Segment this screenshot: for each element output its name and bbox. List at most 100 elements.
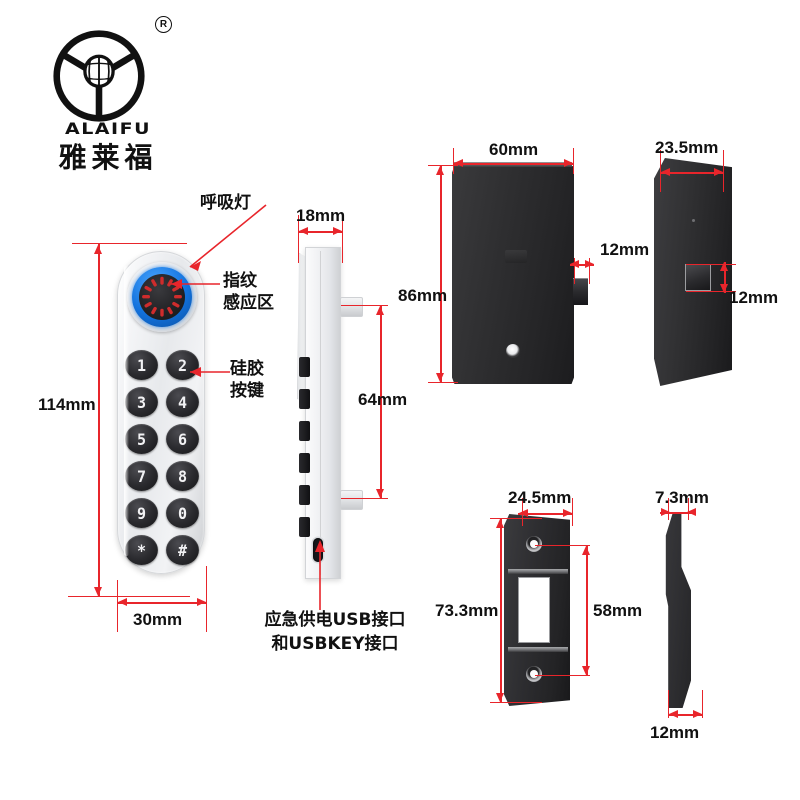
dim-arrow-114-down <box>94 587 102 596</box>
dim-arrow-733-down <box>496 693 504 702</box>
side-key-profile-4 <box>299 453 310 473</box>
dim-line-bolt12 <box>570 264 594 266</box>
dim-ext-line-30-left <box>117 580 118 632</box>
brand-logo: R ALAIFU 雅莱福 <box>38 12 178 174</box>
dim-ext-line-bolt12-left <box>574 258 575 284</box>
dim-arrow-side12-left <box>669 710 678 718</box>
side-key-profile-1 <box>299 357 310 377</box>
lock-body-side <box>648 158 736 386</box>
caption-usb-ports: 应急供电USB接口 和USBKEY接口 <box>240 608 430 656</box>
fingerprint-segments-icon <box>142 276 182 317</box>
dim-line-60 <box>453 163 573 165</box>
dim-line-73 <box>660 512 696 514</box>
dim-label-strike-side-top-73: 7.3mm <box>655 488 709 507</box>
front-keypad-body: 1 2 3 4 5 6 7 8 9 0 * # <box>117 251 205 574</box>
strike-plate-screw-hole-top <box>526 536 542 552</box>
dim-line-64 <box>380 305 382 498</box>
side-mounting-peg-top <box>340 297 363 317</box>
key-5[interactable]: 5 <box>125 424 158 454</box>
dim-ext-line-245-right <box>572 498 573 526</box>
dim-label-bolt-width-12: 12mm <box>600 240 650 259</box>
caption-usb-line2: 和USBKEY接口 <box>271 634 399 654</box>
key-star[interactable]: * <box>125 535 158 565</box>
strike-plate-band-top <box>508 569 568 574</box>
callout-label-silicone-line2: 按键 <box>230 381 264 401</box>
strike-plate-front <box>504 514 570 706</box>
lock-body-side-pinhole <box>692 219 695 222</box>
dim-arrow-73-right <box>687 508 696 516</box>
dim-line-58 <box>586 545 588 675</box>
dim-label-width-30: 30mm <box>133 610 183 629</box>
lock-body-side-bolt <box>685 264 711 291</box>
lock-body-emboss <box>505 250 527 263</box>
dim-line-235 <box>660 172 723 174</box>
dim-ext-line-sidebolt12-top <box>686 264 736 265</box>
dim-line-114 <box>98 243 100 596</box>
keypad-grid: 1 2 3 4 5 6 7 8 9 0 * # <box>124 350 200 565</box>
key-6[interactable]: 6 <box>166 424 199 454</box>
lock-body-screw-hole <box>506 344 520 358</box>
side-key-profile-6 <box>299 517 310 537</box>
dim-line-30 <box>117 602 206 604</box>
key-2[interactable]: 2 <box>166 350 199 380</box>
dim-ext-line-18-right <box>342 215 343 263</box>
key-1[interactable]: 1 <box>125 350 158 380</box>
callout-line-usb-port <box>315 540 325 610</box>
dim-ext-line-sidebolt12-bottom <box>686 291 736 292</box>
callout-label-silicone-line1: 硅胶 <box>230 359 264 379</box>
dim-arrow-30-left <box>118 598 127 606</box>
dim-arrow-235-left <box>661 168 670 176</box>
dim-label-lock-width-60: 60mm <box>489 140 539 159</box>
registered-trademark-icon: R <box>155 16 172 33</box>
fingerprint-ring-bezel <box>127 262 197 332</box>
dim-arrow-64-up <box>376 306 384 315</box>
dim-arrow-733-up <box>496 519 504 528</box>
dim-arrow-64-down <box>376 489 384 498</box>
dim-label-peg-spacing-64: 64mm <box>358 390 408 409</box>
side-key-profile-2 <box>299 389 310 409</box>
strike-plate-band-bottom <box>508 647 568 652</box>
callout-label-breathing-light: 呼吸灯 <box>200 193 251 213</box>
dim-ext-line-64-bottom <box>341 498 388 499</box>
strike-plate-cutout <box>518 577 550 643</box>
callout-label-fingerprint-line2: 感应区 <box>223 293 274 313</box>
dim-arrow-sidebolt12-up <box>720 262 728 271</box>
dim-ext-line-86-top <box>428 165 458 166</box>
callout-line-silicone-keys <box>190 367 230 377</box>
dim-arrow-18-right <box>333 227 342 235</box>
dim-ext-line-bolt12-right <box>589 258 590 284</box>
dim-label-side-width-18: 18mm <box>296 206 346 225</box>
key-3[interactable]: 3 <box>125 387 158 417</box>
steering-wheel-logo-icon <box>53 30 145 122</box>
dim-label-strike-side-bottom-12: 12mm <box>650 723 700 742</box>
callout-line-fingerprint <box>171 279 220 289</box>
lock-body-bolt <box>573 278 588 305</box>
key-hash[interactable]: # <box>166 535 199 565</box>
dim-arrow-86-up <box>436 166 444 175</box>
dim-ext-line-114-bottom <box>68 596 190 597</box>
lock-body-top-edge <box>454 162 572 167</box>
key-8[interactable]: 8 <box>166 461 199 491</box>
key-0[interactable]: 0 <box>166 498 199 528</box>
key-9[interactable]: 9 <box>125 498 158 528</box>
key-4[interactable]: 4 <box>166 387 199 417</box>
dim-line-side12 <box>668 714 702 716</box>
dim-arrow-60-right <box>564 159 573 167</box>
dim-ext-line-58-bottom <box>535 675 590 676</box>
side-key-profile-3 <box>299 421 310 441</box>
dim-arrow-30-right <box>197 598 206 606</box>
key-7[interactable]: 7 <box>125 461 158 491</box>
dim-line-245 <box>518 513 572 515</box>
dim-arrow-235-right <box>714 168 723 176</box>
side-key-profile-5 <box>299 485 310 505</box>
dim-arrow-73-left <box>661 508 670 516</box>
dim-label-strike-width-245: 24.5mm <box>508 488 572 507</box>
dim-ext-line-30-right <box>206 566 207 632</box>
dim-label-hole-spacing-58: 58mm <box>593 601 643 620</box>
callout-label-fingerprint-line1: 指纹 <box>223 271 257 291</box>
dim-ext-line-733-top <box>490 518 542 519</box>
strike-plate-screw-hole-bottom <box>526 666 542 682</box>
strike-plate-side <box>655 512 715 708</box>
dim-arrow-18-left <box>299 227 308 235</box>
dim-arrow-58-down <box>582 666 590 675</box>
